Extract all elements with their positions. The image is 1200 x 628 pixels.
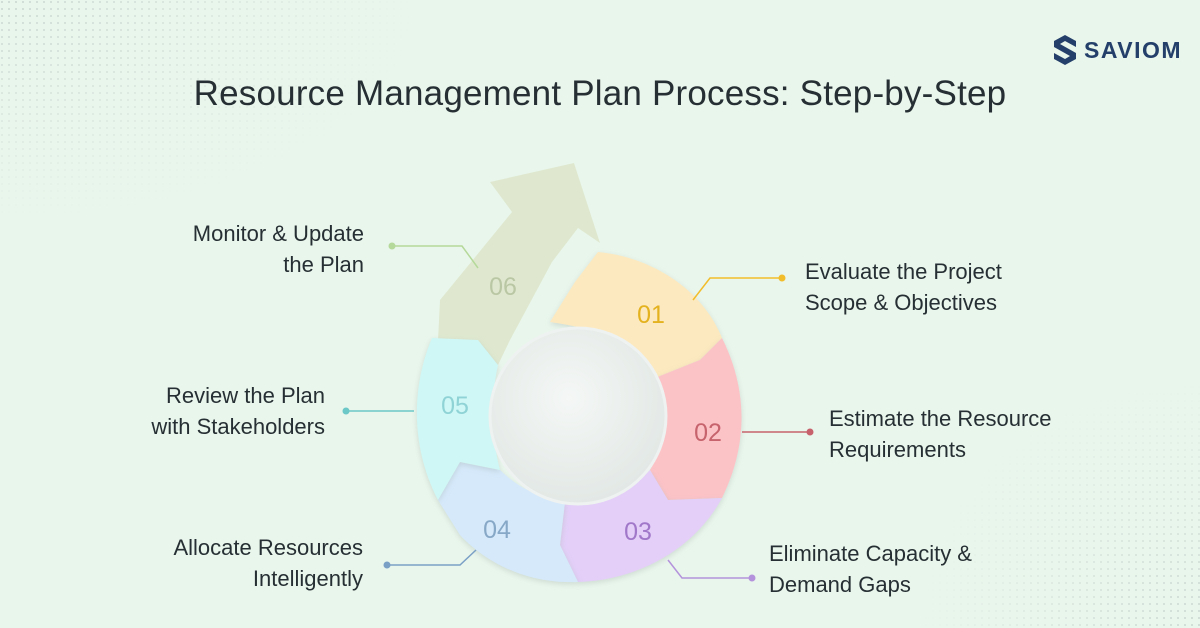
step-02-number: 02	[694, 419, 722, 447]
step-05-number: 05	[441, 392, 469, 420]
step-02-segment	[650, 338, 742, 500]
saviom-s-logo-icon	[1054, 35, 1076, 65]
step-01-number: 01	[637, 301, 665, 329]
step-02-label: Estimate the Resource Requirements	[829, 406, 1052, 462]
step-03-number: 03	[624, 518, 652, 546]
step-05-segment	[416, 338, 500, 500]
brand-name: SAVIOM	[1084, 36, 1183, 63]
step-01-label: Evaluate the Project Scope & Objectives	[805, 259, 1002, 315]
step-04-leader-dot	[383, 561, 391, 569]
step-05-label: Review the Plan with Stakeholders	[151, 383, 325, 439]
step-06-label: Monitor & Update the Plan	[192, 221, 364, 277]
step-03-leader-dot	[748, 574, 756, 582]
step-06-leader-line	[392, 245, 479, 269]
step-06-leader-dot	[388, 242, 396, 250]
center-hub	[488, 326, 668, 506]
step-01-leader-line	[692, 277, 782, 301]
step-04-leader-line	[387, 549, 477, 566]
step-03-label: Eliminate Capacity & Demand Gaps	[769, 541, 972, 597]
step-01-segment	[550, 252, 722, 378]
page-title: Resource Management Plan Process: Step-b…	[193, 74, 1007, 113]
step-02-leader-dot	[806, 428, 814, 436]
step-06-number: 06	[489, 273, 517, 301]
step-01-leader-dot	[778, 274, 786, 282]
step-04-segment	[438, 462, 578, 583]
brand-logo: SAVIOM	[1054, 34, 1182, 66]
step-06-arrow-segment	[438, 163, 600, 365]
step-03-leader-line	[667, 559, 752, 579]
step-04-number: 04	[483, 516, 511, 544]
step-05-leader-dot	[342, 407, 350, 415]
step-04-label: Allocate Resources Intelligently	[173, 535, 363, 591]
